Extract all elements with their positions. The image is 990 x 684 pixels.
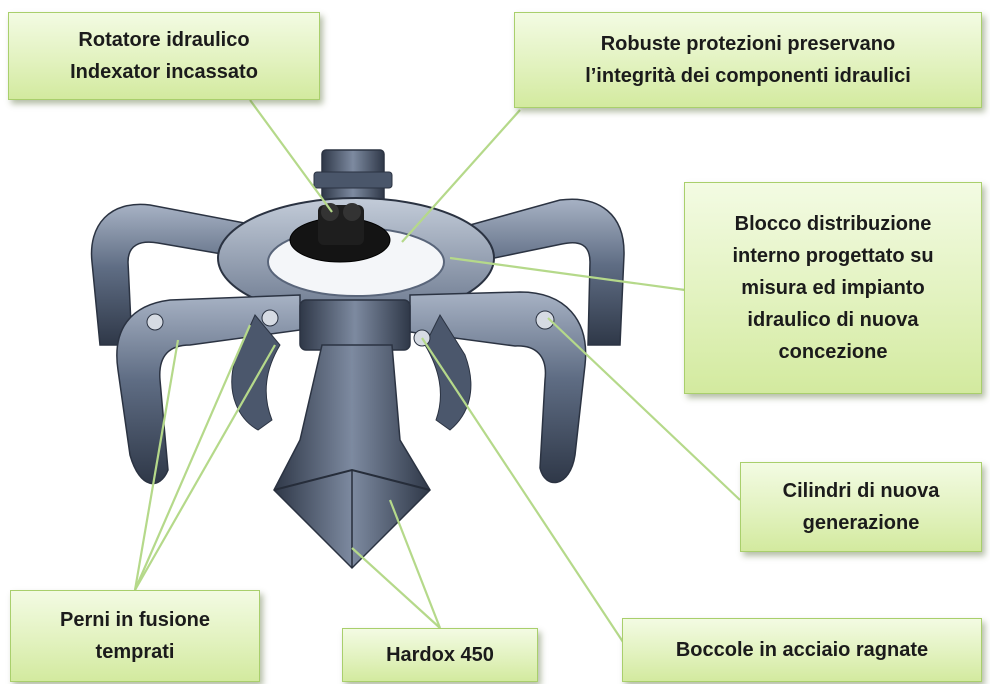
callout-pins-text: Perni in fusione temprati — [59, 609, 211, 663]
callout-protections: Robuste protezioni preservano l’integrit… — [514, 12, 982, 108]
rotator-icon — [289, 203, 391, 263]
central-hub — [299, 299, 411, 351]
callout-distribution-block: Blocco distribuzione interno progettato … — [684, 182, 982, 394]
callout-hardox: Hardox 450 — [342, 628, 538, 682]
arm-front-right — [409, 291, 587, 484]
tine-back-right — [469, 198, 625, 346]
callout-bushings-text: Boccole in acciaio ragnate — [675, 639, 929, 661]
arm-front-left — [116, 294, 301, 485]
callout-rotator-text: Rotatore idraulico Indexator incassato — [70, 29, 258, 83]
pin — [261, 309, 279, 327]
callout-bushings: Boccole in acciaio ragnate — [622, 618, 982, 682]
front-blade — [273, 344, 431, 570]
callout-rotator: Rotatore idraulico Indexator incassato — [8, 12, 320, 100]
cylinder-end — [535, 310, 555, 330]
tine-back-left — [90, 203, 256, 346]
leader-lines — [133, 99, 741, 646]
callout-cylinders-text: Cilindri di nuova generazione — [782, 480, 940, 534]
callout-distribution-block-text: Blocco distribuzione interno progettato … — [732, 213, 934, 363]
callout-hardox-text: Hardox 450 — [386, 644, 494, 666]
callout-protections-text: Robuste protezioni preservano l’integrit… — [585, 33, 911, 87]
callout-pins: Perni in fusione temprati — [10, 590, 260, 682]
callout-cylinders: Cilindri di nuova generazione — [740, 462, 982, 552]
grapple-image — [90, 149, 625, 570]
